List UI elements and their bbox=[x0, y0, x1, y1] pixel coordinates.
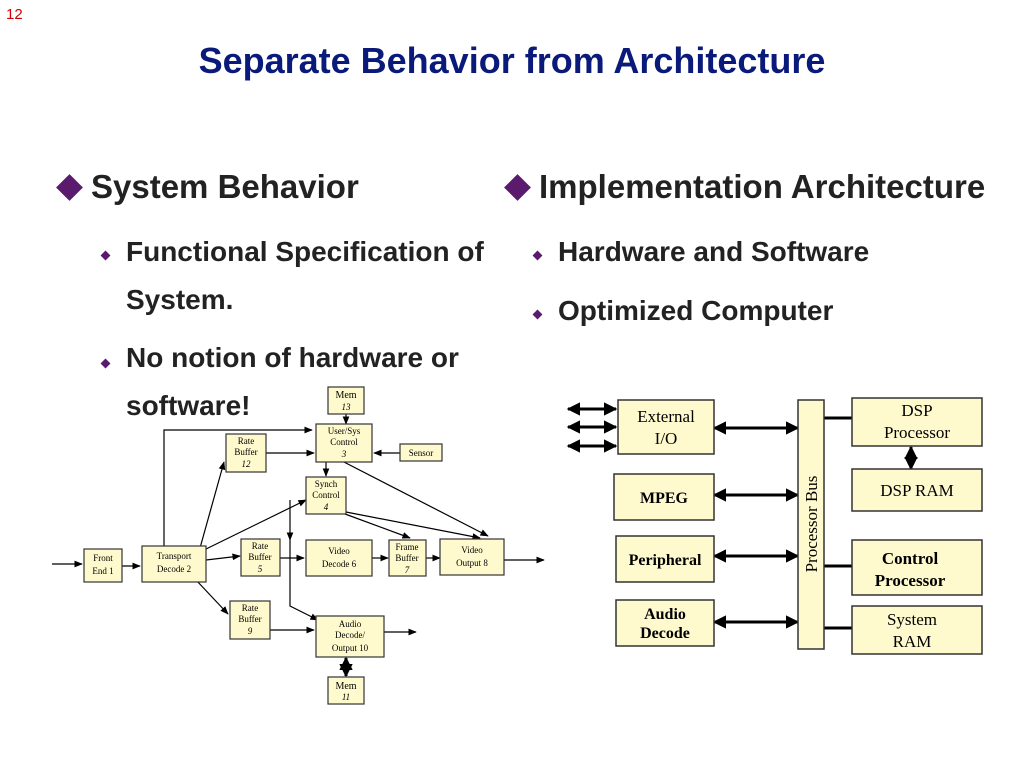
control-processor-box: Control Processor bbox=[851, 539, 983, 596]
audio-decode-box: Audio Decode bbox=[615, 599, 715, 647]
svg-text:Peripheral: Peripheral bbox=[629, 552, 702, 569]
svg-text:System: System bbox=[887, 610, 937, 629]
svg-text:Video: Video bbox=[328, 546, 350, 556]
svg-text:DSP: DSP bbox=[901, 401, 932, 420]
video-decode-box: Video Decode 6 bbox=[305, 539, 373, 577]
svg-text:Rate: Rate bbox=[252, 541, 269, 551]
svg-text:Audio: Audio bbox=[339, 619, 362, 629]
video-output-box: Video Output 8 bbox=[439, 538, 505, 576]
svg-text:Output 10: Output 10 bbox=[332, 643, 369, 653]
rate-buffer-12-box: Rate Buffer 12 bbox=[225, 433, 267, 473]
svg-text:End 1: End 1 bbox=[92, 566, 113, 576]
svg-text:9: 9 bbox=[248, 626, 253, 636]
slide-title: Separate Behavior from Architecture bbox=[198, 40, 826, 81]
audio-decode-output-box: Audio Decode/ Output 10 bbox=[315, 615, 385, 658]
left-bullet-2-line-2: software! bbox=[126, 390, 251, 421]
svg-text:Video: Video bbox=[461, 545, 483, 555]
svg-text:Decode 2: Decode 2 bbox=[157, 564, 191, 574]
rate-buffer-5-box: Rate Buffer 5 bbox=[240, 538, 281, 577]
svg-text:Transport: Transport bbox=[157, 551, 192, 561]
svg-text:Front: Front bbox=[93, 553, 113, 563]
mem-11-box: Mem 11 bbox=[327, 676, 365, 705]
svg-text:Output 8: Output 8 bbox=[456, 558, 488, 568]
svg-text:Processor: Processor bbox=[875, 571, 946, 590]
svg-text:User/Sys: User/Sys bbox=[328, 426, 361, 436]
svg-text:Synch: Synch bbox=[315, 479, 338, 489]
right-bullet-2: Optimized Computer bbox=[558, 295, 834, 326]
svg-text:MPEG: MPEG bbox=[640, 490, 689, 507]
svg-text:7: 7 bbox=[405, 565, 410, 575]
user-sys-control-box: User/Sys Control 3 bbox=[315, 423, 373, 463]
processor-bus: Processor Bus bbox=[797, 399, 825, 650]
left-bullet-1: Functional Specification of System. bbox=[126, 228, 484, 324]
svg-text:12: 12 bbox=[242, 459, 252, 469]
svg-text:Buffer: Buffer bbox=[248, 552, 271, 562]
svg-text:Control: Control bbox=[882, 549, 939, 568]
dsp-processor-box: DSP Processor bbox=[851, 397, 983, 447]
svg-text:Mem: Mem bbox=[335, 390, 356, 401]
svg-text:Decode: Decode bbox=[640, 625, 690, 642]
front-end-box: Front End 1 bbox=[83, 548, 123, 583]
svg-text:Buffer: Buffer bbox=[234, 447, 257, 457]
svg-text:Audio: Audio bbox=[644, 606, 686, 623]
svg-text:External: External bbox=[637, 407, 695, 426]
rate-buffer-9-box: Rate Buffer 9 bbox=[229, 600, 271, 640]
svg-text:Decode/: Decode/ bbox=[335, 630, 365, 640]
svg-text:11: 11 bbox=[342, 692, 350, 702]
left-bullet-2-line-1: No notion of hardware or bbox=[126, 342, 459, 373]
left-bullet-1-line-1: Functional Specification of bbox=[126, 236, 484, 267]
synch-control-box: Synch Control 4 bbox=[305, 476, 347, 515]
svg-text:3: 3 bbox=[341, 449, 347, 459]
dsp-ram-box: DSP RAM bbox=[851, 468, 983, 512]
svg-text:4: 4 bbox=[324, 502, 329, 512]
architecture-connections bbox=[566, 402, 918, 630]
svg-text:5: 5 bbox=[258, 564, 263, 574]
svg-text:Buffer: Buffer bbox=[395, 553, 418, 563]
transport-decode-box: Transport Decode 2 bbox=[141, 545, 207, 583]
frame-buffer-box: Frame Buffer 7 bbox=[388, 539, 427, 577]
svg-text:Rate: Rate bbox=[242, 603, 259, 613]
svg-text:Processor Bus: Processor Bus bbox=[802, 476, 821, 573]
svg-text:Processor: Processor bbox=[884, 423, 950, 442]
svg-text:DSP RAM: DSP RAM bbox=[880, 481, 954, 500]
right-bullet-1: Hardware and Software bbox=[558, 236, 870, 267]
svg-text:13: 13 bbox=[342, 402, 352, 412]
svg-text:Buffer: Buffer bbox=[238, 614, 261, 624]
left-heading-text: System Behavior bbox=[91, 168, 359, 205]
peripheral-box: Peripheral bbox=[615, 535, 715, 583]
left-bullet-2: No notion of hardware or software! bbox=[126, 334, 459, 430]
mpeg-box: MPEG bbox=[613, 473, 715, 521]
page-number: 12 bbox=[6, 6, 23, 23]
behavior-connections bbox=[52, 414, 545, 678]
svg-text:Control: Control bbox=[312, 490, 340, 500]
left-heading: System Behavior bbox=[56, 168, 359, 206]
right-heading-text: Implementation Architecture bbox=[539, 168, 986, 205]
svg-text:Frame: Frame bbox=[396, 542, 419, 552]
svg-text:Control: Control bbox=[330, 437, 358, 447]
svg-text:Sensor: Sensor bbox=[409, 448, 434, 458]
svg-text:Rate: Rate bbox=[238, 436, 255, 446]
right-heading: Implementation Architecture bbox=[504, 168, 986, 206]
sensor-box: Sensor bbox=[399, 443, 443, 462]
system-ram-box: System RAM bbox=[851, 605, 983, 655]
svg-text:I/O: I/O bbox=[655, 429, 678, 448]
external-io-box: External I/O bbox=[617, 399, 715, 455]
svg-text:Decode 6: Decode 6 bbox=[322, 559, 357, 569]
svg-text:RAM: RAM bbox=[893, 632, 932, 651]
mem-13-box: Mem 13 bbox=[327, 386, 365, 415]
left-bullet-1-line-2: System. bbox=[126, 284, 234, 315]
svg-text:Mem: Mem bbox=[335, 681, 356, 692]
